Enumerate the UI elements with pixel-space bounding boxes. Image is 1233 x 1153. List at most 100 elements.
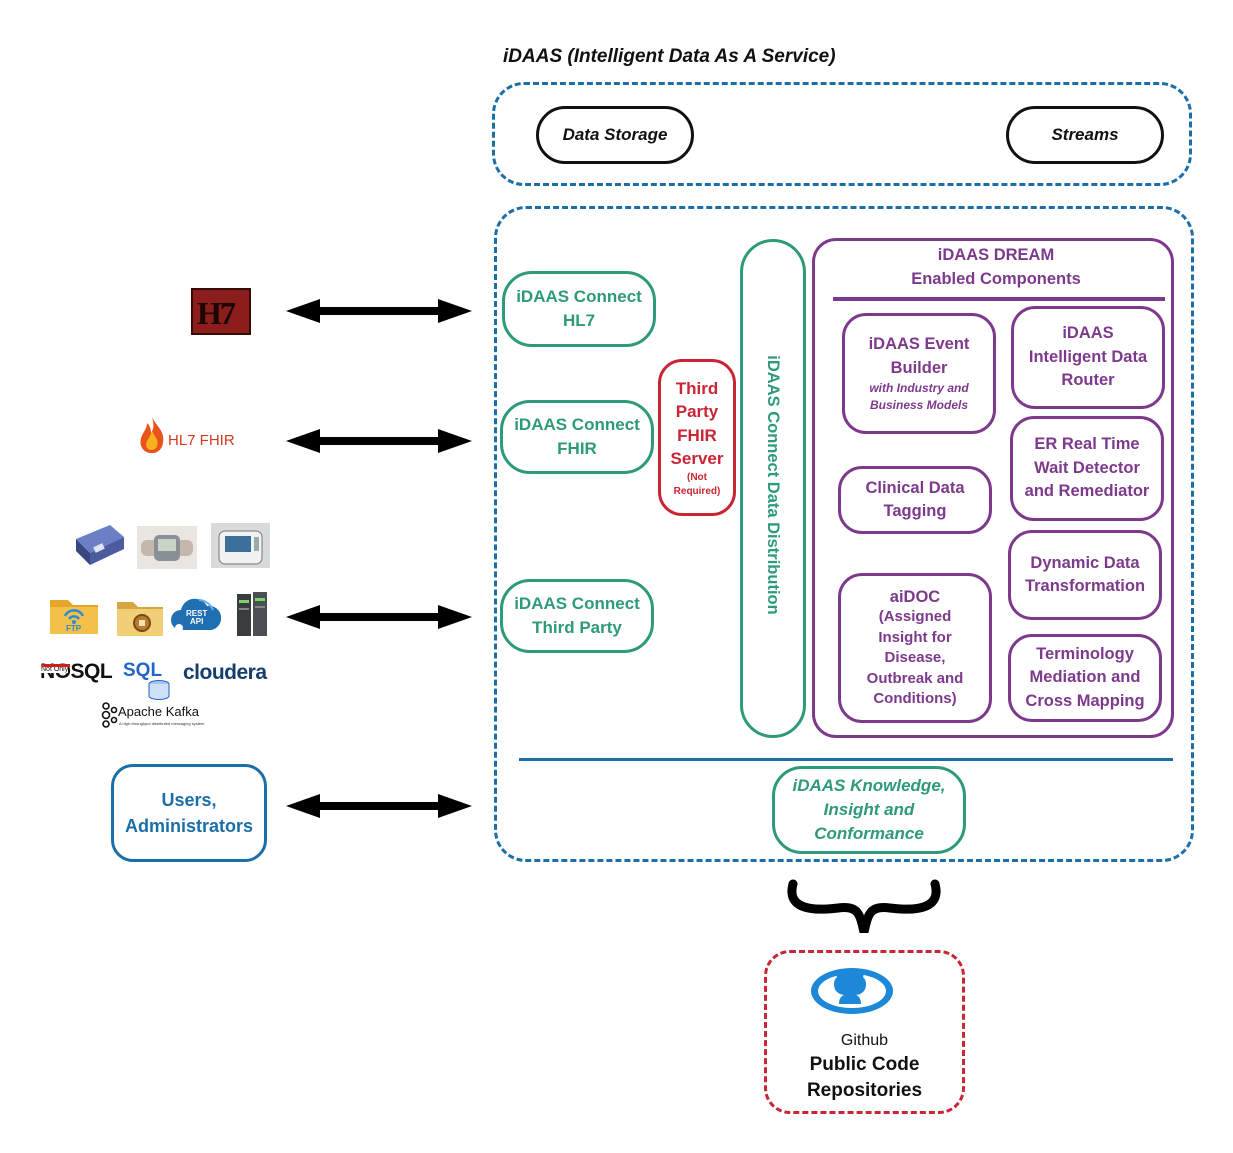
terminology-line: Cross Mapping (1025, 691, 1145, 710)
analyzer-device-icon (218, 530, 263, 565)
tagging-line: Tagging (883, 502, 947, 520)
connector-line-2: Third Party (532, 618, 622, 637)
hl7-logo: H7 (191, 288, 251, 335)
router-line: Intelligent Data (1028, 347, 1148, 366)
wrist-monitor-image (137, 526, 197, 569)
event-builder-line: iDAAS Event (868, 335, 970, 353)
terminology-mediation-box: Terminology Mediation and Cross Mapping (1008, 634, 1162, 722)
secure-folder-icon (117, 602, 163, 636)
data-distribution-bar (740, 239, 806, 738)
nosql-slash-icon (42, 664, 70, 667)
idaas-connect-fhir: iDAAS Connect FHIR (500, 400, 654, 474)
ftp-folder-icon (50, 600, 98, 634)
fhir-logo: HL7 FHIR (137, 415, 247, 457)
connector-line-1: iDAAS Connect (514, 415, 640, 434)
nosql-prefix: Not Only (41, 666, 69, 673)
knowledge-insight-box: iDAAS Knowledge, Insight and Conformance (772, 766, 966, 854)
repo-line-1: Public Code (809, 1054, 920, 1075)
lab-analyzer-image (211, 523, 270, 568)
github-label: Github (840, 1032, 889, 1049)
data-storage-box: Data Storage (536, 106, 694, 164)
connector-line-2: FHIR (557, 439, 597, 458)
data-distribution-label: iDAAS Connect Data Distribution (764, 355, 782, 615)
rest-api-image: REST API (169, 594, 222, 636)
sql-text: SQL (123, 660, 163, 681)
router-line: iDAAS (1062, 324, 1114, 343)
knowledge-line: Insight and (823, 800, 915, 819)
rest-label: REST API (186, 610, 207, 626)
cloud-api-icon (171, 598, 222, 632)
aidoc-line: Insight for (878, 628, 952, 646)
router-line: Router (1061, 371, 1115, 390)
connector-line-1: iDAAS Connect (516, 287, 642, 306)
er-wait-line: and Remediator (1024, 482, 1150, 501)
aidoc-line: (Assigned (878, 608, 952, 625)
idaas-connect-hl7: iDAAS Connect HL7 (502, 271, 656, 347)
aidoc-line: Outbreak and (866, 669, 964, 687)
fhir-server-line: Third (675, 378, 719, 398)
er-wait-line: ER Real Time (1034, 435, 1140, 454)
public-code-repositories: Public Code Repositories (764, 1052, 965, 1104)
medical-device-icon (76, 525, 124, 565)
diagram-title: iDAAS (Intelligent Data As A Service) (503, 46, 836, 67)
knowledge-divider (519, 758, 1173, 761)
aidoc-line: Disease, (884, 649, 946, 666)
fhir-server-note: Required) (673, 485, 721, 497)
intelligent-data-router-box: iDAAS Intelligent Data Router (1011, 306, 1165, 409)
users-administrators-box: Users, Administrators (111, 764, 267, 862)
transformation-line: Transformation (1024, 577, 1146, 595)
dynamic-data-transformation-box: Dynamic Data Transformation (1008, 530, 1162, 620)
kafka-subtext: A high-throughput distributed messaging … (119, 721, 205, 726)
github-repositories-box (764, 950, 965, 1114)
dream-title-divider (833, 297, 1165, 301)
fhir-server-line: Party (675, 402, 719, 421)
storage-streams-container (492, 82, 1192, 186)
event-builder-sub: Business Models (869, 398, 969, 412)
server-rack-image (235, 590, 271, 638)
ftp-folder-image: FTP (48, 594, 100, 636)
secure-folder-image (115, 596, 165, 638)
hl7-logo-text: H7 (197, 295, 236, 331)
blood-pressure-monitor-icon (141, 535, 193, 561)
infusion-pump-image (70, 521, 126, 569)
users-line: Users, (161, 790, 217, 810)
fhir-server-line: FHIR (677, 425, 717, 445)
kafka-icon (101, 702, 118, 728)
cloudera-logo: cloudera (183, 661, 267, 684)
tagging-line: Clinical Data (865, 478, 965, 497)
fhir-arrow (286, 429, 472, 453)
users-arrow (286, 794, 472, 818)
fhir-server-line: Server (670, 449, 724, 468)
event-builder-sub: with Industry and (869, 381, 969, 395)
server-rack-icon (237, 592, 267, 636)
rest-line-1: REST (186, 609, 208, 618)
aidoc-box: aiDOC (Assigned Insight for Disease, Out… (838, 573, 992, 723)
knowledge-line: iDAAS Knowledge, (792, 776, 946, 795)
knowledge-line: Conformance (814, 824, 924, 843)
er-wait-detector-box: ER Real Time Wait Detector and Remediato… (1010, 416, 1164, 521)
dream-title-line-1: iDAAS DREAM (937, 246, 1055, 264)
dream-title: iDAAS DREAM Enabled Components (820, 243, 1172, 291)
sql-logo: SQL (123, 660, 179, 702)
terminology-line: Mediation and (1029, 668, 1141, 687)
hl7-arrow (286, 299, 472, 323)
repo-line-2: Repositories (806, 1080, 923, 1101)
idaas-connect-third-party: iDAAS Connect Third Party (500, 579, 654, 653)
connector-line-1: iDAAS Connect (514, 594, 640, 613)
third-party-arrow (286, 605, 472, 629)
streams-box: Streams (1006, 106, 1164, 164)
event-builder-line: Builder (890, 358, 948, 377)
curly-brace-icon (787, 879, 941, 933)
kafka-text: Apache Kafka (118, 704, 199, 719)
kafka-logo: Apache Kafka A high-throughput distribut… (100, 702, 220, 732)
dream-title-line-2: Enabled Components (911, 270, 1081, 288)
terminology-line: Terminology (1036, 644, 1134, 663)
er-wait-line: Wait Detector (1034, 458, 1140, 477)
clinical-data-tagging-box: Clinical Data Tagging (838, 466, 992, 534)
nosql-logo: NOSQL Not Only (40, 660, 116, 686)
database-icon (148, 680, 170, 700)
third-party-fhir-server: Third Party FHIR Server (Not Required) (658, 359, 736, 516)
event-builder-box: iDAAS Event Builder with Industry and Bu… (842, 313, 996, 434)
fhir-logo-text: HL7 FHIR (168, 432, 235, 449)
connector-line-2: HL7 (562, 311, 596, 330)
